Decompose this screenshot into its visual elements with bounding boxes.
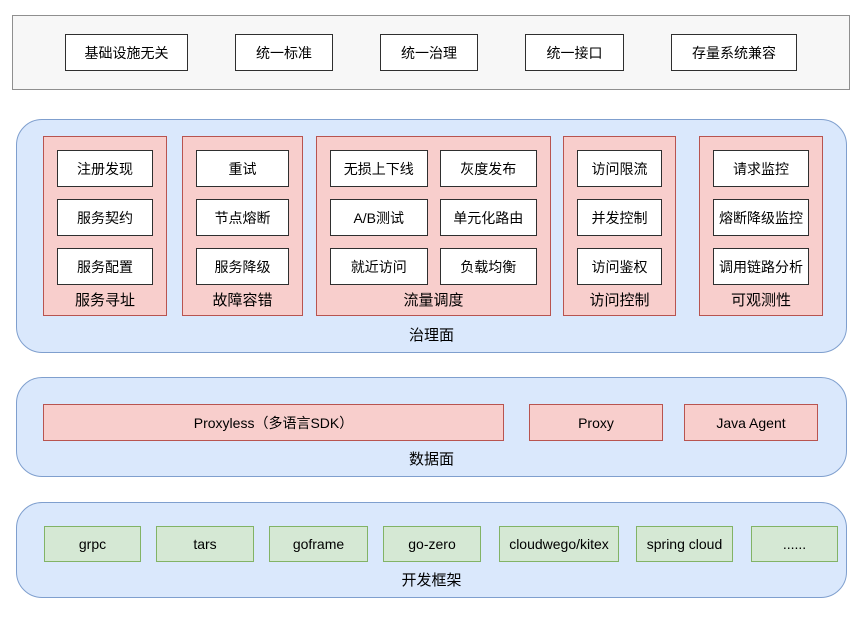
group-fault-tolerance: 重试 节点熔断 服务降级 故障容错 [182,136,303,316]
group-label: 可观测性 [730,292,791,309]
capability-box: 服务契约 [57,199,153,236]
data-plane-box-proxy: Proxy [529,404,663,441]
governance-plane-label: 治理面 [408,327,454,344]
framework-box-tars: tars [156,526,254,562]
capability-box: 重试 [196,150,289,187]
capability-box: A/B测试 [330,199,428,236]
principle-box: 统一标准 [235,34,333,71]
data-plane-label: 数据面 [408,451,454,468]
framework-box-spring-cloud: spring cloud [636,526,733,562]
capability-box: 无损上下线 [330,150,428,187]
framework-box-more: ...... [751,526,838,562]
principles-bar: 基础设施无关 统一标准 统一治理 统一接口 存量系统兼容 [12,15,850,90]
group-traffic-scheduling: 无损上下线 灰度发布 A/B测试 单元化路由 就近访问 负载均衡 流量调度 [316,136,551,316]
capability-box: 访问限流 [577,150,662,187]
framework-box-grpc: grpc [44,526,141,562]
group-label: 故障容错 [212,292,273,309]
group-label: 访问控制 [589,292,650,309]
data-plane: Proxyless（多语言SDK） Proxy Java Agent 数据面 [16,377,847,477]
capability-box: 就近访问 [330,248,428,285]
group-label: 流量调度 [403,292,464,309]
capability-box: 注册发现 [57,150,153,187]
dev-frameworks-label: 开发框架 [401,572,462,589]
group-label: 服务寻址 [74,292,135,309]
capability-box: 负载均衡 [439,248,537,285]
capability-box: 服务降级 [196,248,289,285]
capability-box: 访问鉴权 [577,248,662,285]
capability-box: 服务配置 [57,248,153,285]
group-service-addressing: 注册发现 服务契约 服务配置 服务寻址 [43,136,167,316]
capability-box: 灰度发布 [439,150,537,187]
framework-box-goframe: goframe [269,526,368,562]
capability-box: 调用链路分析 [713,248,809,285]
dev-frameworks-plane: grpc tars goframe go-zero cloudwego/kite… [16,502,847,598]
principle-box: 统一治理 [380,34,478,71]
capability-box: 节点熔断 [196,199,289,236]
data-plane-box-proxyless: Proxyless（多语言SDK） [43,404,504,441]
group-access-control: 访问限流 并发控制 访问鉴权 访问控制 [563,136,676,316]
capability-box: 并发控制 [577,199,662,236]
capability-box: 请求监控 [713,150,809,187]
governance-plane: 注册发现 服务契约 服务配置 服务寻址 重试 节点熔断 服务降级 故障容错 无损… [16,119,847,353]
principle-box: 存量系统兼容 [671,34,797,71]
group-observability: 请求监控 熔断降级监控 调用链路分析 可观测性 [699,136,823,316]
data-plane-box-java-agent: Java Agent [684,404,818,441]
framework-box-go-zero: go-zero [383,526,481,562]
capability-box: 熔断降级监控 [713,199,809,236]
framework-box-cloudwego-kitex: cloudwego/kitex [499,526,619,562]
principle-box: 基础设施无关 [65,34,188,71]
principle-box: 统一接口 [525,34,624,71]
capability-box: 单元化路由 [439,199,537,236]
